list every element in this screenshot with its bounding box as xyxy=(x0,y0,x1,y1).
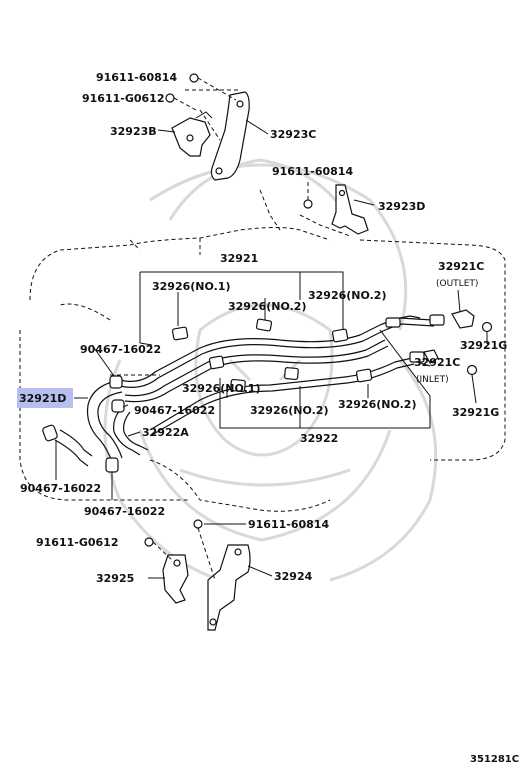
bracket-32924 xyxy=(207,544,251,631)
part-labels: 91611-60814 91611-G0612 32923B 32923C 91… xyxy=(19,71,519,765)
label-32922a: 32922A xyxy=(142,426,189,439)
label-32926-no2-lower-b: 32926(NO.2) xyxy=(338,398,416,411)
label-diagram-id: 351281C xyxy=(470,754,519,765)
grommets-upper xyxy=(171,318,349,343)
label-90467-16022-d: 90467-16022 xyxy=(84,505,165,518)
label-91611-60814-mid: 91611-60814 xyxy=(272,165,353,178)
fitting-32921c-inlet xyxy=(409,349,439,364)
leader-lines xyxy=(55,77,488,581)
label-91611-60814-top: 91611-60814 xyxy=(96,71,177,84)
label-note-inlet: (INLET) xyxy=(416,375,449,385)
bracket-32925 xyxy=(162,554,189,604)
bracket-32923b xyxy=(171,111,213,157)
label-32921c-outlet: 32921C xyxy=(438,260,484,273)
label-91611-g0612-bottom: 91611-G0612 xyxy=(36,536,118,549)
tube-joint xyxy=(399,315,421,319)
highlight-box xyxy=(17,388,73,408)
label-32926-no2-upper-a: 32926(NO.2) xyxy=(228,300,306,313)
label-90467-16022-a: 90467-16022 xyxy=(80,343,161,356)
label-note-outlet: (OUTLET) xyxy=(436,279,478,289)
grommets-lower xyxy=(208,355,373,393)
bracket-32923c xyxy=(210,91,250,181)
fitting-joint xyxy=(385,317,401,328)
label-32921g-a: 32921G xyxy=(460,339,507,352)
bracket-32923d xyxy=(331,184,369,235)
label-32926-no2-upper-b: 32926(NO.2) xyxy=(308,289,386,302)
label-32923d: 32923D xyxy=(378,200,425,213)
label-91611-60814-bottom: 91611-60814 xyxy=(248,518,329,531)
body-outline xyxy=(19,89,506,512)
clips-90467-16022 xyxy=(42,375,125,473)
hose-32921d xyxy=(54,381,123,467)
tube-32922 xyxy=(149,357,415,437)
label-32922: 32922 xyxy=(300,432,338,445)
label-32921: 32921 xyxy=(220,252,258,265)
label-32923c: 32923C xyxy=(270,128,316,141)
label-32925: 32925 xyxy=(96,572,134,585)
label-32926-no2-lower-a: 32926(NO.2) xyxy=(250,404,328,417)
cap-32921g xyxy=(466,321,493,376)
label-32921c-inlet: 32921C xyxy=(414,356,460,369)
label-32924: 32924 xyxy=(274,570,313,583)
fitting-32921c-outlet xyxy=(429,309,475,329)
label-32921d: 32921D xyxy=(19,392,66,405)
label-32926-no1-lower: 32926(NO.1) xyxy=(182,382,260,395)
label-32926-no1-upper: 32926(NO.1) xyxy=(152,280,230,293)
label-91611-g0612-top: 91611-G0612 xyxy=(82,92,164,105)
label-32921g-b: 32921G xyxy=(452,406,499,419)
hose-32922a xyxy=(113,409,149,456)
label-32923b: 32923B xyxy=(110,125,157,138)
tube-32921 xyxy=(119,317,435,403)
label-90467-16022-b: 90467-16022 xyxy=(134,404,215,417)
label-90467-16022-c: 90467-16022 xyxy=(20,482,101,495)
